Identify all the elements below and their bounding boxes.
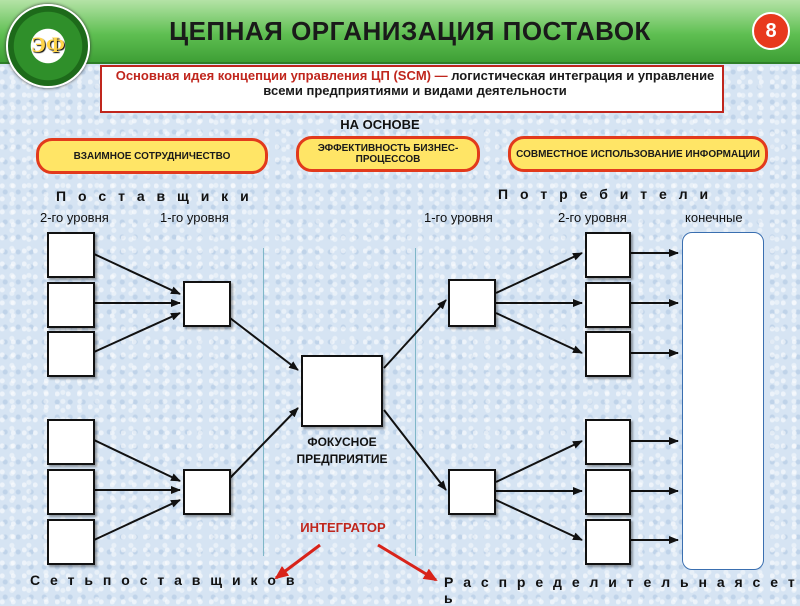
divider-line — [415, 248, 416, 556]
supplier-l2-box — [47, 419, 95, 465]
idea-text: Основная идея концепции управления ЦП (S… — [110, 68, 720, 98]
on-basis-label: НА ОСНОВЕ — [340, 117, 420, 132]
arrow — [495, 252, 583, 294]
consumer-l2-box — [585, 519, 631, 565]
consumer-l2-box — [585, 331, 631, 377]
integrator-label: ИНТЕГРАТОР — [300, 520, 386, 535]
arrow — [495, 312, 583, 354]
consumer-l1-box — [448, 279, 496, 327]
distribution-network-label: Р а с п р е д е л и т е л ь н а я с е т … — [444, 574, 798, 606]
principle-information: СОВМЕСТНОЕ ИСПОЛЬЗОВАНИЕ ИНФОРМАЦИИ — [508, 136, 768, 172]
focus-label-line1: ФОКУСНОЕ — [307, 435, 377, 449]
focus-enterprise-box — [301, 355, 383, 427]
integrator-arrow-right — [377, 543, 438, 582]
integrator-arrow-left — [274, 543, 321, 580]
principle-label: ЭФФЕКТИВНОСТЬ БИЗНЕС-ПРОЦЕССОВ — [317, 143, 459, 165]
supplier-l1-box — [183, 281, 231, 327]
consumer-level1-label: 1-го уровня — [424, 210, 493, 225]
principle-cooperation: ВЗАИМНОЕ СОТРУДНИЧЕСТВО — [36, 138, 268, 174]
arrow — [93, 499, 181, 541]
consumer-final-label: конечные — [685, 210, 743, 225]
principle-label: СОВМЕСТНОЕ ИСПОЛЬЗОВАНИЕ ИНФОРМАЦИИ — [516, 148, 760, 160]
supplier-l2-box — [47, 232, 95, 278]
consumer-l2-box — [585, 469, 631, 515]
final-consumers-box — [682, 232, 764, 570]
arrow — [229, 317, 299, 371]
arrow — [93, 253, 181, 295]
consumers-heading: П о т р е б и т е л и — [498, 186, 713, 202]
idea-highlight: Основная идея концепции управления ЦП (S… — [115, 68, 448, 83]
arrow — [383, 409, 447, 491]
supplier-level1-label: 1-го уровня — [160, 210, 229, 225]
supplier-l2-box — [47, 331, 95, 377]
arrow — [229, 407, 299, 479]
consumer-l1-box — [448, 469, 496, 515]
consumer-l2-box — [585, 419, 631, 465]
focus-enterprise-label: ФОКУСНОЕ ПРЕДПРИЯТИЕ — [278, 434, 406, 468]
header-bar — [0, 0, 800, 64]
divider-line — [263, 248, 264, 556]
consumer-l2-box — [585, 232, 631, 278]
focus-label-line2: ПРЕДПРИЯТИЕ — [296, 452, 388, 466]
principle-efficiency: ЭФФЕКТИВНОСТЬ БИЗНЕС-ПРОЦЕССОВ — [296, 136, 480, 172]
supplier-l2-box — [47, 282, 95, 328]
consumer-l2-box — [585, 282, 631, 328]
supplier-network-label: С е т ь п о с т а в щ и к о в — [30, 572, 298, 588]
supplier-level2-label: 2-го уровня — [40, 210, 109, 225]
consumer-level2-label: 2-го уровня — [558, 210, 627, 225]
slide-number-badge: 8 — [752, 12, 790, 50]
logo-emblem: ЭФ — [6, 4, 90, 88]
arrow — [495, 440, 583, 483]
suppliers-heading: П о с т а в щ и к и — [56, 188, 253, 204]
arrow — [383, 299, 447, 369]
slide-title: ЦЕПНАЯ ОРГАНИЗАЦИЯ ПОСТАВОК — [169, 16, 651, 46]
supplier-l2-box — [47, 519, 95, 565]
arrow — [93, 312, 181, 353]
idea-box — [100, 65, 724, 113]
principle-label: ВЗАИМНОЕ СОТРУДНИЧЕСТВО — [73, 150, 231, 162]
supplier-l2-box — [47, 469, 95, 515]
logo-text: ЭФ — [31, 32, 65, 57]
arrow — [93, 439, 181, 482]
supplier-l1-box — [183, 469, 231, 515]
arrow — [495, 499, 583, 541]
idea-rest: логистическая интеграция и управление вс… — [263, 68, 715, 98]
